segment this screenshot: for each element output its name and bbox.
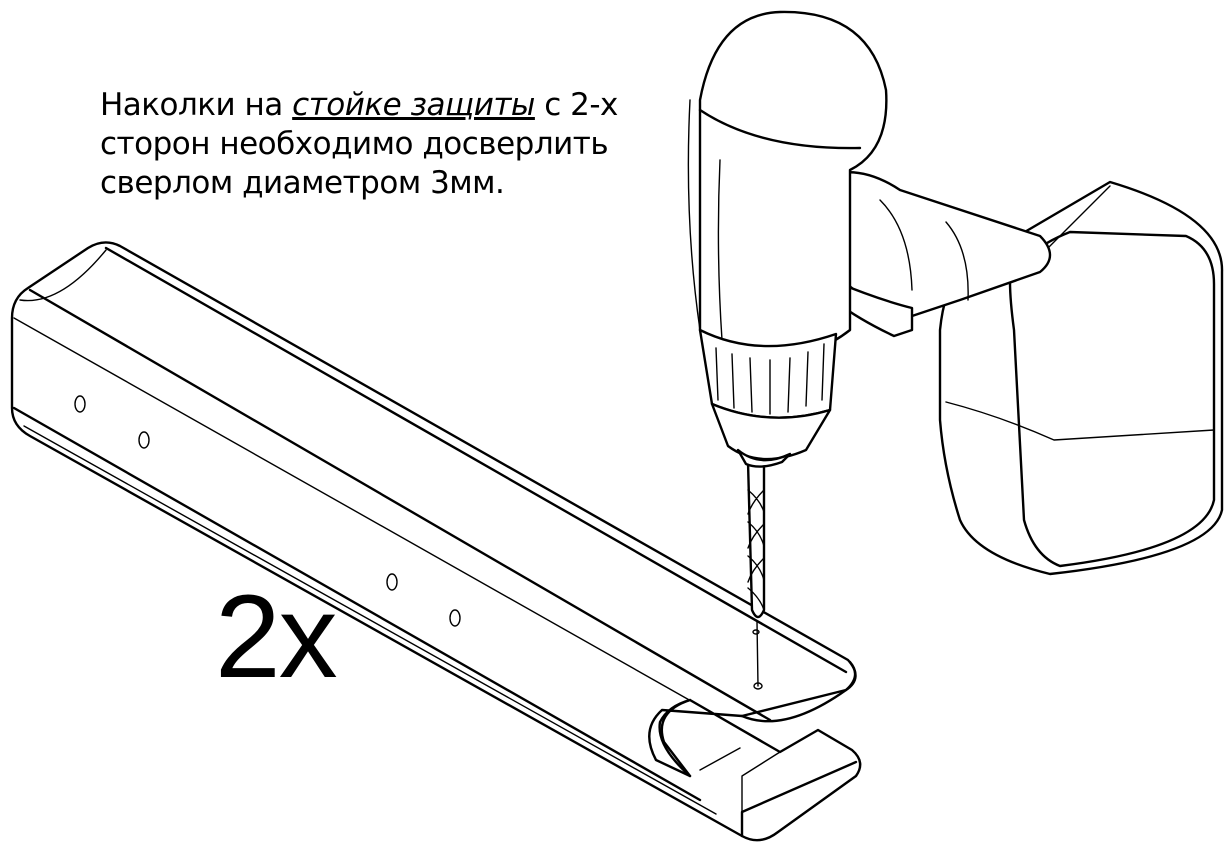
post-top-fillet bbox=[19, 249, 107, 302]
drill-bit-flute bbox=[747, 489, 765, 611]
hole-top-drill-mark bbox=[752, 629, 760, 635]
drill-chuck-tip bbox=[736, 448, 792, 468]
quantity-label: 2x bbox=[215, 571, 338, 703]
post-bottom-fillet bbox=[23, 425, 717, 815]
post-top-fillet-2 bbox=[13, 317, 761, 741]
post-end-slot-inner bbox=[699, 747, 781, 813]
hole-3 bbox=[386, 573, 398, 591]
drill-bit bbox=[746, 460, 766, 687]
hole-4 bbox=[449, 609, 461, 627]
cordless-drill bbox=[687, 10, 1224, 576]
drill-chuck-ribs bbox=[715, 343, 825, 415]
drill-battery-face bbox=[1008, 230, 1216, 568]
instruction-text-before: Наколки на bbox=[100, 87, 293, 123]
instruction-note: Наколки на стойке защиты с 2-х сторон не… bbox=[100, 86, 640, 203]
drill-motor-cap-seam bbox=[698, 108, 862, 150]
instruction-text-after: с 2-х сторон необходимо досверлить сверл… bbox=[100, 87, 618, 201]
post-bottom-edge bbox=[12, 406, 702, 802]
drill-grip-band bbox=[879, 199, 969, 301]
post-end-bottom bbox=[740, 760, 858, 838]
drill-battery-seam bbox=[945, 401, 1215, 441]
post-top-edge bbox=[28, 288, 772, 722]
post-end-curl bbox=[740, 660, 857, 723]
hole-1 bbox=[74, 395, 86, 413]
post-top-back-edge bbox=[104, 246, 848, 674]
protection-post bbox=[10, 241, 862, 842]
instruction-part-name: стойке защиты bbox=[292, 87, 535, 123]
hole-2 bbox=[138, 431, 150, 449]
drill-axis-line bbox=[756, 621, 759, 687]
post-end-slot bbox=[658, 698, 692, 778]
drill-motor-side-line bbox=[687, 99, 723, 341]
